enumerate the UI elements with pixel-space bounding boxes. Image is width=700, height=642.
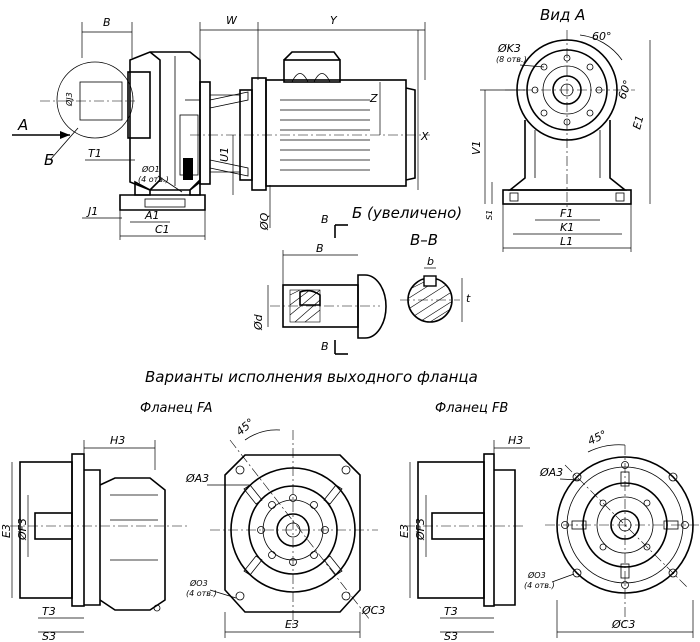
dim-z-label: Z [369, 92, 378, 105]
fb-do3-label: ØO3 [527, 570, 546, 580]
flange-fb-caption: Фланец FB [435, 401, 508, 416]
flange-fa-side: H3 E3 ØF3 T3 S3 [0, 434, 190, 642]
dim-x-label: X [420, 130, 429, 143]
fb-df3-label: ØF3 [414, 518, 427, 541]
flange-fa-caption: Фланец FA [140, 401, 213, 416]
view-a-caption: Вид А [540, 6, 585, 24]
dd-label: Ød [252, 313, 265, 331]
dim-l1-label: L1 [560, 235, 573, 248]
dim-k1-label: K1 [560, 221, 574, 234]
fb-da3-label: ØA3 [539, 466, 563, 479]
dim-s1-label: S1 [485, 210, 494, 220]
flange-fb-front: 45° ØA3 ØO3 (4 отв.) ØC3 [524, 428, 700, 638]
do1-label: ØO1 [141, 164, 160, 174]
fa-dc3-label: ØC3 [361, 604, 385, 617]
view-a: Вид А 60° 60° ØK3 (8 отв.) E1 [470, 6, 651, 252]
do1-note: (4 отв.) [138, 175, 169, 184]
fa-t3-label: T3 [42, 605, 56, 618]
dim-a1-label: A1 [144, 209, 160, 222]
fa-e3-label: E3 [0, 524, 13, 538]
fa-s3-label: S3 [42, 630, 56, 642]
detail-b-mid-label: B [316, 242, 324, 255]
angle-60-label: 60° [592, 30, 612, 43]
detail-b-top-label: B [321, 213, 329, 226]
fa-da3-label: ØA3 [185, 472, 209, 485]
detail-b-caption: Б (увеличено) [352, 204, 462, 222]
flange-fa-front: 45° ØA3 ØO3 (4 отв.) ØC3 E3 [185, 416, 385, 638]
dim-c1-label: C1 [155, 223, 170, 236]
dj3-label: ØJ3 [64, 92, 74, 107]
fa-e3b-label: E3 [285, 618, 299, 631]
dim-u1-label: U1 [218, 147, 231, 162]
variants-title: Варианты исполнения выходного фланца [145, 368, 478, 386]
dim-v1-label: V1 [470, 140, 483, 155]
dim-w-label: W [226, 14, 238, 27]
dim-j1-label: J1 [86, 205, 98, 218]
dim-e1-label: E1 [630, 114, 646, 131]
section-vv: В–В b t [400, 231, 471, 323]
fb-e3-label: E3 [398, 524, 411, 538]
fb-angle-label: 45° [586, 428, 609, 448]
view-a-arrow-label: A [17, 116, 28, 134]
main-side-view: B W Y ØJ3 [12, 14, 430, 240]
fa-h3-label: H3 [110, 434, 125, 447]
dim-f1-label: F1 [560, 207, 573, 220]
flange-fb-side: H3 E3 ØF3 T3 S3 [398, 434, 530, 642]
dim-b-small-label: b [427, 255, 434, 268]
dk3-note: (8 отв.) [496, 55, 527, 64]
dim-b-label: B [103, 16, 111, 29]
fb-dc3-label: ØC3 [611, 618, 635, 631]
fa-df3-label: ØF3 [16, 518, 29, 541]
fa-do3-note: (4 отв.) [186, 589, 217, 598]
fb-do3-note: (4 отв.) [524, 581, 555, 590]
dk3-label: ØK3 [497, 42, 521, 55]
detail-b-bot-label: B [321, 340, 329, 353]
dim-t1-label: T1 [88, 147, 102, 160]
fb-h3-label: H3 [508, 434, 523, 447]
dim-y-label: Y [330, 14, 338, 27]
section-vv-caption: В–В [410, 231, 438, 249]
b-ref-label: Б [44, 151, 54, 169]
fb-s3-label: S3 [444, 630, 458, 642]
dim-t-label: t [466, 292, 471, 305]
detail-b: Б (увеличено) B B Ød B [252, 204, 462, 355]
dim-dq-label: ØQ [258, 212, 271, 231]
fa-do3-label: ØO3 [189, 578, 208, 588]
angle-60b-label: 60° [616, 78, 635, 101]
fb-t3-label: T3 [444, 605, 458, 618]
